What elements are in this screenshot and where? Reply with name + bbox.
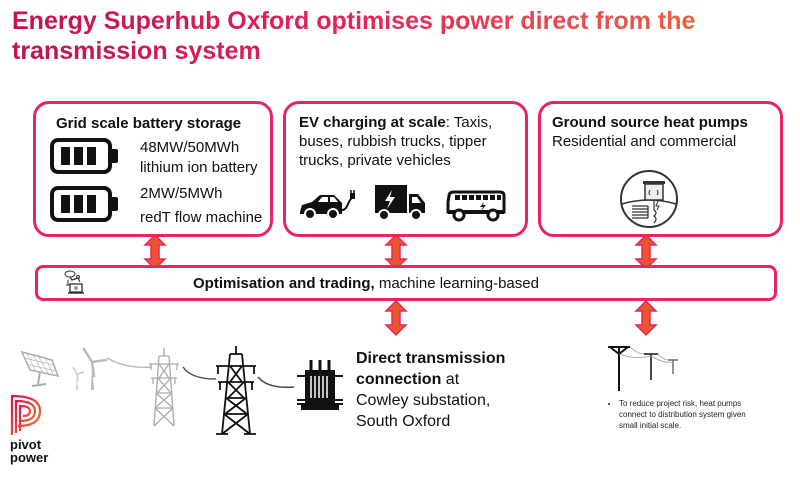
transformer-icon bbox=[297, 360, 343, 410]
heat-pumps-box: Ground source heat pumps Residential and… bbox=[538, 101, 783, 237]
optimisation-label-rest: machine learning-based bbox=[374, 275, 539, 292]
transmission-line-2-bold: connection bbox=[356, 371, 442, 388]
battery-item-2-capacity: 2MW/5MWh bbox=[140, 185, 223, 202]
title-line-1: Energy Superhub Oxford optimises power d… bbox=[12, 7, 696, 35]
battery-box-heading: Grid scale battery storage bbox=[56, 115, 242, 132]
ev-heading-bold: EV charging at scale bbox=[299, 114, 446, 131]
transmission-line-1: Direct transmission bbox=[356, 350, 506, 367]
battery-icon bbox=[50, 138, 118, 174]
heat-heading-bold: Ground source heat pumps bbox=[552, 114, 748, 131]
electric-truck-icon bbox=[375, 185, 425, 221]
pivot-power-logo-icon bbox=[10, 394, 42, 435]
transmission-connection-text: Direct transmission connection at Cowley… bbox=[356, 348, 505, 432]
battery-item-2-type: redT flow machine bbox=[140, 209, 263, 226]
electric-bus-icon bbox=[446, 190, 506, 222]
distribution-note: To reduce project risk, heat pumps conne… bbox=[605, 398, 755, 431]
optimisation-trading-bar: Optimisation and trading, machine learni… bbox=[35, 265, 777, 301]
battery-storage-box: Grid scale battery storage 48MW/50MWh li… bbox=[33, 101, 273, 237]
transmission-line-2: connection at bbox=[356, 369, 505, 390]
page-title: Energy Superhub Oxford optimises power d… bbox=[12, 6, 792, 66]
logo-line-1: pivot bbox=[10, 437, 42, 452]
ev-charging-box: EV charging at scale: Taxis, buses, rubb… bbox=[283, 101, 528, 237]
heat-box-heading: Ground source heat pumps Residential and… bbox=[552, 113, 780, 151]
solar-panel-icon bbox=[20, 350, 60, 387]
wind-turbine-icon bbox=[72, 347, 108, 390]
electric-car-icon bbox=[300, 190, 355, 220]
ev-box-heading: EV charging at scale: Taxis, buses, rubb… bbox=[299, 113, 524, 170]
distribution-note-bullet: To reduce project risk, heat pumps conne… bbox=[619, 398, 755, 431]
transmission-line-3: Cowley substation, bbox=[356, 392, 491, 409]
logo-line-2: power bbox=[10, 450, 49, 465]
double-arrow-icon bbox=[384, 299, 408, 337]
ev-heading-rest: : Taxis, buses, rubbish trucks, tipper t… bbox=[299, 114, 493, 169]
heat-subheading: Residential and commercial bbox=[552, 133, 737, 150]
optimisation-label-bold: Optimisation and trading, bbox=[193, 275, 375, 292]
transmission-line-2-rest: at bbox=[441, 371, 460, 388]
power-line bbox=[257, 376, 295, 389]
distribution-poles-icon bbox=[608, 346, 678, 391]
battery-item-1-type: lithium ion battery bbox=[140, 159, 258, 176]
battery-item-2: 2MW/5MWh redT flow machine bbox=[140, 182, 262, 230]
title-line-2: transmission system bbox=[12, 37, 261, 65]
battery-item-1: 48MW/50MWh lithium ion battery bbox=[140, 138, 258, 178]
pivot-power-logo-text: pivot power bbox=[10, 438, 48, 464]
trading-robot-icon bbox=[64, 270, 84, 294]
battery-icon bbox=[50, 186, 118, 222]
double-arrow-icon bbox=[634, 299, 658, 337]
power-line bbox=[182, 366, 217, 380]
power-line bbox=[106, 357, 153, 369]
pylon-faded-icon bbox=[149, 348, 179, 427]
battery-item-1-capacity: 48MW/50MWh bbox=[140, 139, 240, 156]
transmission-line-4: South Oxford bbox=[356, 413, 451, 430]
optimisation-label: Optimisation and trading, machine learni… bbox=[193, 275, 539, 293]
pylon-icon bbox=[216, 346, 256, 435]
ground-source-heat-pump-icon bbox=[620, 170, 678, 228]
